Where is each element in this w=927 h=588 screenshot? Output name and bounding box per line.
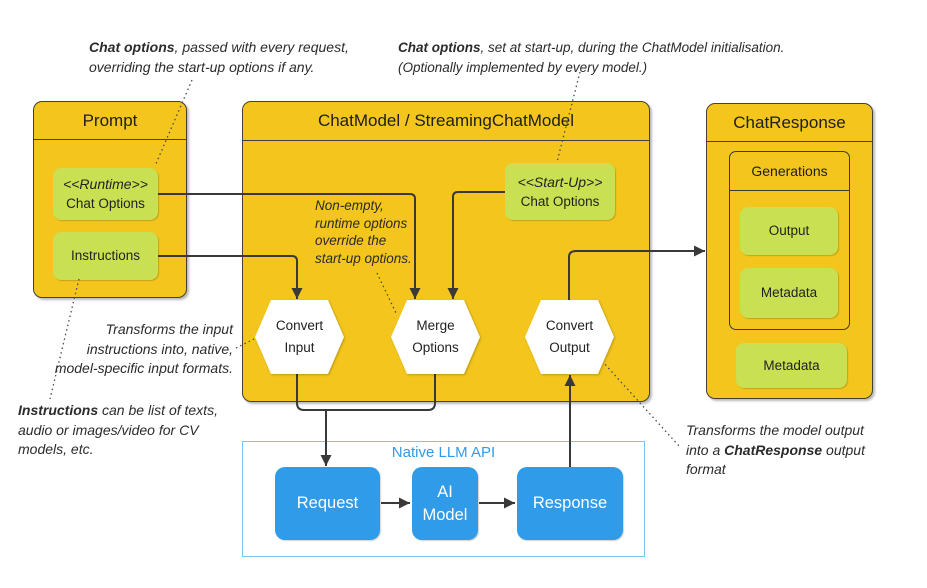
runtime-chat-options-box: <<Runtime>> Chat Options <box>53 168 158 220</box>
response-box: Response <box>517 467 623 540</box>
convert-input-note: Transforms the input instructions into, … <box>55 320 233 379</box>
ai-model-label: AI Model <box>422 483 468 524</box>
convert-output-note-line2-post: output <box>822 441 865 458</box>
runtime-chat-options-label: Chat Options <box>66 196 145 212</box>
instructions-note-lead: Instructions <box>18 402 99 418</box>
runtime-note-lead: Chat options <box>89 39 175 55</box>
startup-stereotype: <<Start-Up>> <box>517 173 603 190</box>
startup-chat-options-label: Chat Options <box>520 193 600 209</box>
runtime-note: Chat options, passed with every request,… <box>89 38 349 77</box>
runtime-stereotype: <<Runtime>> <box>63 176 148 193</box>
convert-output-note-line1: Transforms the model output <box>686 422 864 438</box>
merge-note-line1: Non-empty, <box>315 198 384 213</box>
generation-metadata-label: Metadata <box>760 285 818 301</box>
instructions-note-line2: audio or images/video for CV <box>18 421 199 438</box>
response-metadata-label: Metadata <box>763 357 820 373</box>
startup-note-rest: , set at start-up, during the ChatModel … <box>480 40 785 55</box>
generations-label: Generations <box>730 152 849 191</box>
merge-note-line3: override the <box>315 233 387 248</box>
convert-input-label: Convert Input <box>255 300 344 374</box>
chatresponse-title: ChatResponse <box>707 104 872 142</box>
request-box: Request <box>275 467 380 540</box>
startup-note: Chat options, set at start-up, during th… <box>398 38 784 77</box>
native-llm-api-title: Native LLM API <box>391 444 496 461</box>
generations-frame: Generations <box>729 151 850 330</box>
instructions-label: Instructions <box>70 248 141 264</box>
instructions-box: Instructions <box>53 232 158 280</box>
runtime-note-line2: overriding the start-up options if any. <box>89 58 315 75</box>
output-box: Output <box>740 207 838 255</box>
request-label: Request <box>296 494 359 513</box>
convert-output-label: Convert Output <box>525 300 614 374</box>
merge-options-label: Merge Options <box>391 300 480 374</box>
convert-output-note-line2-bold: ChatResponse <box>724 441 823 458</box>
response-metadata-box: Metadata <box>736 343 847 388</box>
generation-metadata-box: Metadata <box>740 268 838 318</box>
startup-note-lead: Chat options <box>398 40 481 55</box>
convert-output-note: Transforms the model output into a ChatR… <box>686 421 865 480</box>
startup-note-line2: (Optionally implemented by every model.) <box>398 59 648 75</box>
instructions-note: Instructions can be list of texts, audio… <box>18 401 218 460</box>
instructions-note-line3: models, etc. <box>18 441 94 457</box>
ai-model-box: AI Model <box>412 467 478 540</box>
runtime-note-rest: , passed with every request, <box>174 39 349 55</box>
merge-note-line2: runtime options <box>315 215 408 231</box>
output-label: Output <box>768 223 810 239</box>
merge-note-line4: start-up options. <box>315 250 412 266</box>
convert-output-note-line3: format <box>686 461 726 477</box>
convert-output-hexagon: Convert Output <box>525 300 614 374</box>
chatmodel-title: ChatModel / StreamingChatModel <box>243 102 649 141</box>
convert-input-hexagon: Convert Input <box>255 300 344 374</box>
convert-input-note-line2: instructions into, native, <box>86 340 233 357</box>
convert-input-note-line3: model-specific input formats. <box>54 360 233 376</box>
convert-input-note-line1: Transforms the input <box>105 321 233 337</box>
startup-chat-options-box: <<Start-Up>> Chat Options <box>505 163 615 220</box>
instructions-note-rest: can be list of texts, <box>98 402 218 418</box>
merge-note: Non-empty, runtime options override the … <box>315 197 412 267</box>
convert-output-note-line2-pre: into a <box>686 441 725 458</box>
response-label: Response <box>532 494 608 513</box>
prompt-title: Prompt <box>34 102 186 140</box>
merge-options-hexagon: Merge Options <box>391 300 480 374</box>
